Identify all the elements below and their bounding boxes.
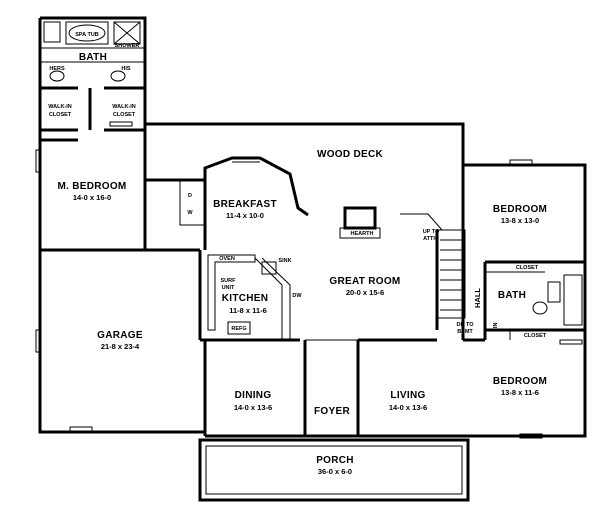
bath2-label: BATH bbox=[498, 290, 526, 301]
dw-kitchen-label: DW bbox=[292, 293, 302, 299]
fireplace bbox=[339, 206, 381, 239]
shower-label: SHOWER bbox=[115, 43, 140, 49]
windows bbox=[35, 121, 583, 439]
bath-fixtures bbox=[43, 21, 583, 326]
master-bedroom-label: M. BEDROOM bbox=[57, 181, 126, 192]
dn-to-bsmt-line1: DN TO bbox=[456, 322, 474, 328]
breakfast-label: BREAKFAST bbox=[213, 199, 277, 210]
kitchen-counters bbox=[207, 254, 291, 340]
interior-walls bbox=[40, 47, 585, 436]
lin-label: LIN bbox=[493, 323, 499, 332]
dw-top-label: D bbox=[188, 193, 192, 199]
closet-lower-label: CLOSET bbox=[524, 333, 547, 339]
surf-unit-line1: SURF bbox=[221, 278, 237, 284]
bedroom2-dim: 13-8 x 11-6 bbox=[501, 388, 539, 397]
dn-to-bsmt-line2: BSMT bbox=[457, 329, 473, 335]
foyer-label: FOYER bbox=[314, 406, 350, 417]
walkin-left-line2: CLOSET bbox=[49, 112, 72, 118]
wood-deck-label: WOOD DECK bbox=[317, 149, 384, 160]
kitchen-dim: 11-8 x 11-6 bbox=[229, 306, 267, 315]
stairs bbox=[440, 239, 462, 311]
garage-label: GARAGE bbox=[97, 330, 143, 341]
dining-dim: 14-0 x 13-6 bbox=[234, 403, 272, 412]
walkin-left-line1: WALK-IN bbox=[48, 104, 72, 110]
great-room-label: GREAT ROOM bbox=[329, 276, 400, 287]
hearth-label: HEARTH bbox=[351, 231, 374, 237]
bath-label: BATH bbox=[79, 52, 107, 63]
garage-dim: 21-8 x 23-4 bbox=[101, 342, 140, 351]
refg-label: REFG bbox=[231, 326, 246, 332]
walkin-right-line1: WALK-IN bbox=[112, 104, 136, 110]
up-to-attic-line1: UP TO bbox=[423, 229, 440, 235]
labels: SPA TUB SHOWER BATH HERS HIS WALK-IN CLO… bbox=[48, 32, 547, 476]
bedroom2-label: BEDROOM bbox=[493, 376, 547, 387]
living-dim: 14-0 x 13-6 bbox=[389, 403, 427, 412]
porch-dim: 36-0 x 6-0 bbox=[318, 467, 352, 476]
up-to-attic-line2: ATTIC bbox=[423, 236, 439, 242]
closet-upper-label: CLOSET bbox=[516, 265, 539, 271]
walkin-right-line2: CLOSET bbox=[113, 112, 136, 118]
hers-label: HERS bbox=[49, 66, 65, 72]
sink-label: SINK bbox=[278, 258, 291, 264]
great-room-dim: 20-0 x 15-6 bbox=[346, 288, 384, 297]
surf-unit-line2: UNIT bbox=[222, 285, 235, 291]
bedroom1-label: BEDROOM bbox=[493, 204, 547, 215]
living-label: LIVING bbox=[390, 390, 425, 401]
master-bedroom-dim: 14-0 x 16-0 bbox=[73, 193, 111, 202]
oven-label: OVEN bbox=[219, 256, 235, 262]
porch bbox=[198, 339, 470, 502]
breakfast-dim: 11-4 x 10-0 bbox=[226, 211, 264, 220]
porch-label: PORCH bbox=[316, 455, 354, 466]
dw-bottom-label: W bbox=[187, 210, 193, 216]
hall-label: HALL bbox=[473, 288, 482, 308]
spa-tub-label: SPA TUB bbox=[75, 32, 99, 38]
his-label: HIS bbox=[121, 66, 131, 72]
kitchen-label: KITCHEN bbox=[222, 293, 269, 304]
dining-label: DINING bbox=[235, 390, 272, 401]
breakfast-bay bbox=[203, 156, 309, 217]
bedroom1-dim: 13-8 x 13-0 bbox=[501, 216, 539, 225]
